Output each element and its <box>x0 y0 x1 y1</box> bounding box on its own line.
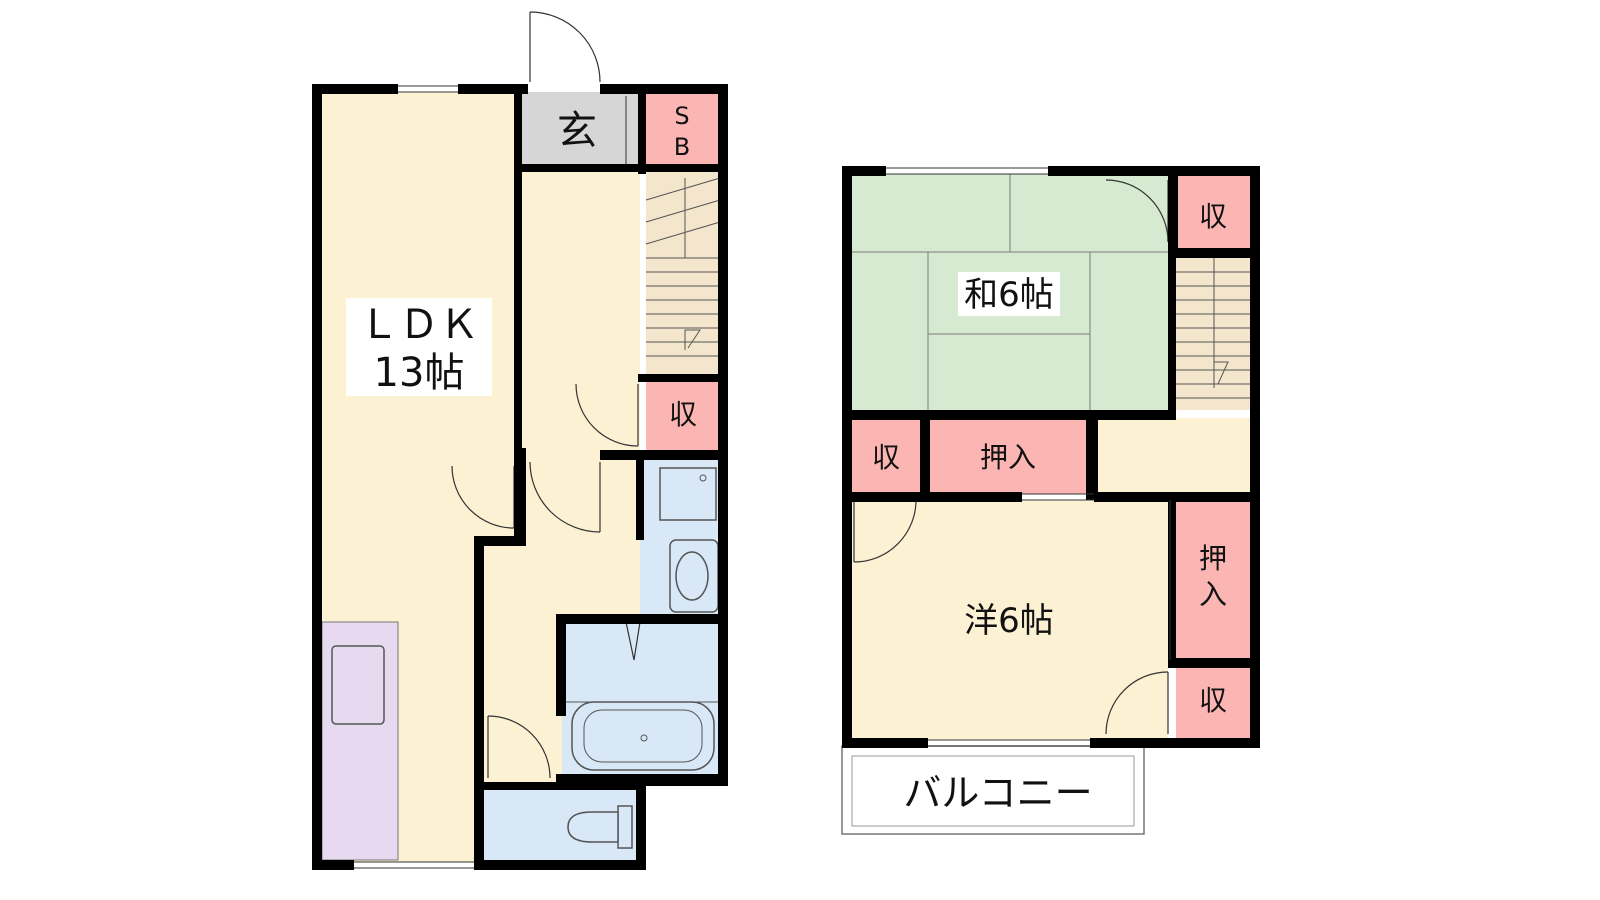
oshiire-top-area <box>930 418 1086 494</box>
drain-icon <box>699 474 707 482</box>
balcony-label: バルコニー <box>903 771 1092 815</box>
closet-left-area <box>850 418 922 494</box>
closet-label-1f: 収 <box>669 398 697 431</box>
toilet-tank <box>617 805 633 849</box>
closet-top-area <box>1176 174 1250 248</box>
kitchen-sink <box>331 645 385 725</box>
shoe-box-area <box>646 92 720 166</box>
floor-2 <box>841 166 1260 835</box>
stairs-1f <box>645 177 721 357</box>
washbasin-bowl-icon <box>675 551 709 601</box>
walls-2f <box>842 166 1260 748</box>
japanese-room-label: 和6帖 <box>964 275 1054 315</box>
balcony-inner <box>851 755 1135 827</box>
oshiire-side-label-line1: 押 <box>1199 542 1227 575</box>
stairs-2f <box>1176 258 1250 399</box>
oshiire-top-label: 押入 <box>980 441 1036 474</box>
entrance-area <box>522 92 638 166</box>
hall-2f-area <box>1096 418 1250 494</box>
floor-1 <box>312 11 728 870</box>
shoe-box-label-line2: B <box>674 133 690 161</box>
bathtub-inner <box>583 709 703 763</box>
japanese-room-label-bg <box>958 272 1060 316</box>
door-swings-2f <box>853 179 1169 735</box>
shoe-box-label-line1: S <box>674 102 689 130</box>
closet-left-label: 収 <box>872 441 900 474</box>
closet-bottom-area <box>1176 666 1250 740</box>
stairs-area-1f <box>646 172 720 374</box>
labels: ＬＤＫ 13帖 玄 S B 収 和6帖 収 収 押入 洋6帖 押 入 収 バルコ… <box>346 102 1227 815</box>
walls-1f <box>312 84 728 870</box>
corridor-lower-floor <box>482 616 562 786</box>
closet-area-1f <box>646 380 720 450</box>
closet-top-label: 収 <box>1199 200 1227 233</box>
tatami-lines <box>850 174 1168 412</box>
shower-tray <box>659 467 717 521</box>
stairs-area-2f <box>1176 258 1250 410</box>
ldk-label-line1: ＬＤＫ <box>359 302 479 348</box>
ldk-label-bg <box>346 298 492 396</box>
washbasin-counter <box>669 539 719 613</box>
entrance-label: 玄 <box>557 108 597 154</box>
oshiire-side-label-line2: 入 <box>1199 578 1227 611</box>
western-room-label: 洋6帖 <box>964 601 1054 641</box>
windows-1f <box>354 85 627 869</box>
door-swings-1f <box>451 11 641 779</box>
windows-2f <box>886 167 1171 747</box>
hall-floor <box>522 172 640 456</box>
ldk-label-line2: 13帖 <box>374 350 465 396</box>
oshiire-side-area <box>1176 500 1250 660</box>
closet-bottom-label: 収 <box>1199 684 1227 717</box>
bathtub-drain-icon <box>640 734 648 742</box>
toilet-bowl-icon <box>567 811 619 843</box>
western-room-area <box>850 500 1168 740</box>
